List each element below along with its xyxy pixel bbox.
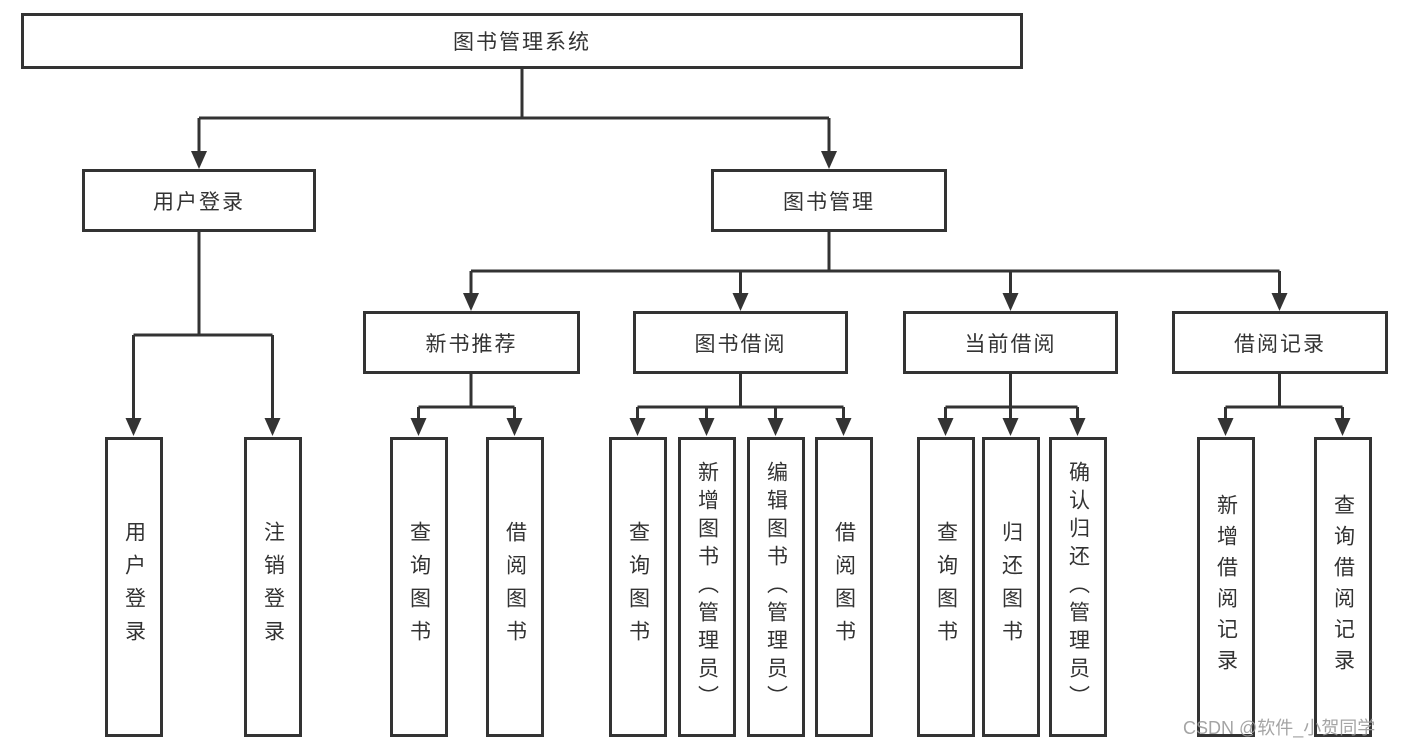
leaf-current-confirm: 确认归还（管理员） — [1049, 437, 1107, 737]
leaf-user-login-label: 用户登录 — [122, 521, 146, 653]
leaf-borrow-borrow-label: 借阅图书 — [832, 521, 856, 653]
node-current-borrow-label: 当前借阅 — [964, 332, 1057, 356]
node-current-borrow: 当前借阅 — [903, 311, 1118, 374]
leaf-current-return: 归还图书 — [982, 437, 1040, 737]
leaf-record-query: 查询借阅记录 — [1314, 437, 1372, 737]
leaf-borrow-query: 查询图书 — [609, 437, 667, 737]
leaf-borrow-borrow: 借阅图书 — [815, 437, 873, 737]
leaf-borrow-add: 新增图书（管理员） — [678, 437, 736, 737]
leaf-current-query-label: 查询图书 — [934, 521, 958, 653]
connector-elbows — [132, 68, 1344, 430]
node-root-label: 图书管理系统 — [453, 31, 591, 54]
node-user-login: 用户登录 — [82, 169, 316, 232]
node-user-login-label: 用户登录 — [153, 190, 245, 214]
arrowheads — [125, 151, 1351, 436]
node-new-book: 新书推荐 — [363, 311, 580, 374]
node-new-book-label: 新书推荐 — [425, 332, 518, 356]
node-borrow-record: 借阅记录 — [1172, 311, 1388, 374]
node-root: 图书管理系统 — [21, 13, 1023, 69]
leaf-current-return-label: 归还图书 — [999, 521, 1023, 653]
node-book-mgmt: 图书管理 — [711, 169, 947, 232]
leaf-borrow-edit: 编辑图书（管理员） — [747, 437, 805, 737]
leaf-logout: 注销登录 — [244, 437, 302, 737]
leaf-logout-label: 注销登录 — [261, 521, 285, 653]
leaf-user-login: 用户登录 — [105, 437, 163, 737]
leaf-borrow-add-label: 新增图书（管理员） — [695, 461, 719, 713]
leaf-newbook-query: 查询图书 — [390, 437, 448, 737]
leaf-current-confirm-label: 确认归还（管理员） — [1066, 461, 1090, 713]
leaf-borrow-edit-label: 编辑图书（管理员） — [764, 461, 788, 713]
leaf-newbook-borrow-label: 借阅图书 — [503, 521, 527, 653]
leaf-record-add: 新增借阅记录 — [1197, 437, 1255, 737]
leaf-record-add-label: 新增借阅记录 — [1214, 494, 1238, 680]
node-book-mgmt-label: 图书管理 — [783, 190, 875, 214]
csdn-watermark: CSDN @软件_小贺同学 — [1183, 718, 1376, 738]
leaf-record-query-label: 查询借阅记录 — [1331, 494, 1355, 680]
leaf-current-query: 查询图书 — [917, 437, 975, 737]
node-borrow-record-label: 借阅记录 — [1234, 332, 1326, 356]
node-book-borrow: 图书借阅 — [633, 311, 848, 374]
leaf-newbook-query-label: 查询图书 — [407, 521, 431, 653]
leaf-borrow-query-label: 查询图书 — [626, 521, 650, 653]
node-book-borrow-label: 图书借阅 — [694, 332, 787, 356]
leaf-newbook-borrow: 借阅图书 — [486, 437, 544, 737]
